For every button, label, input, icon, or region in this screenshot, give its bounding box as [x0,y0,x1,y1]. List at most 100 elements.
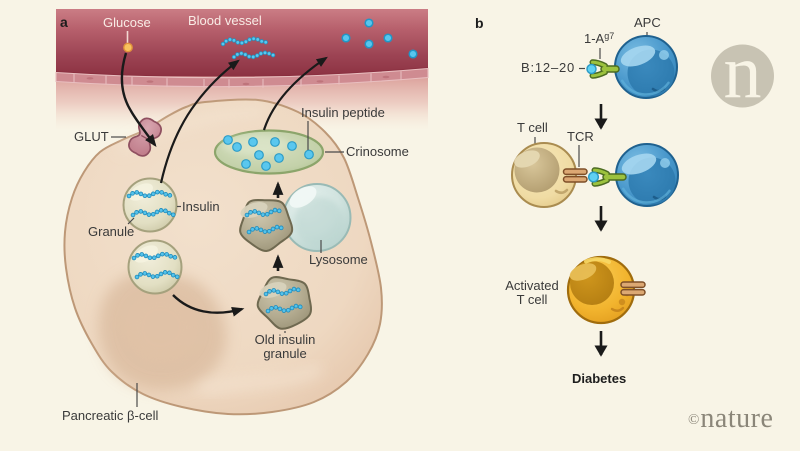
vessel-wall-nuclei-ellipse-1 [146,80,154,83]
peptide-dot-2 [587,171,600,183]
mhc-receptor-1-path-3 [591,60,607,78]
panel-a-label: a [60,14,68,30]
panel-b-label: b [475,15,484,31]
apc-cell-1 [614,35,678,99]
apc-cell-2-circle-3 [660,158,670,168]
crinosome-label: Crinosome [346,144,409,159]
cell-light-streak [198,363,323,395]
insulin-label: Insulin [182,199,220,214]
granule-label: Granule [88,224,135,239]
crinosome-peptide-dots-circle-9 [223,135,233,145]
mhc-receptor-1 [586,59,620,79]
insulin-peptide-label: Insulin peptide [301,105,385,120]
mhc-receptor-2-path-3 [593,168,609,186]
free-insulin-peptide-dots-circle-4 [408,49,418,59]
old-insulin-line1: Old insulin [254,332,316,347]
insulin-granule-1 [122,177,179,233]
insulin-granule-2-path-5 [135,270,182,279]
free-insulin-peptide-dots-circle-0 [364,18,374,28]
peptide-label: B:12–20 [521,60,576,75]
insulin-granule-2 [127,239,183,295]
activated-t-cell [566,255,636,325]
glucose-label: Glucose [103,15,151,30]
t-cell-path-3 [554,188,569,195]
old-granule-mid-path-3 [245,208,283,217]
glut-label: GLUT [74,129,109,144]
pathway-arrows [120,52,328,317]
crinosome-peptide-dots-circle-7 [274,153,284,163]
apc-cell-1-circle-3 [659,50,669,60]
vessel-wall-nuclei-ellipse-0 [86,77,94,80]
nature-logo-circle-0 [711,44,774,108]
glucose-molecule [123,31,133,53]
lysosome-shape-ellipse-2 [289,186,317,208]
lysosome-label: Lysosome [309,252,368,267]
vessel-wall-nuclei-ellipse-3 [316,80,324,83]
crinosome-peptide-dots-circle-2 [254,150,264,160]
vessel-wall-nuclei-ellipse-2 [242,82,250,86]
tcr-on-activated [620,281,646,296]
old-insulin-granule-path-3 [264,287,302,296]
cell-inner-shadow-core [128,294,196,362]
vessel-wall-cell-borders [73,71,402,89]
tcr-molecule-rect-1 [562,175,588,183]
insulin-granule-1-path-3 [127,190,175,198]
apc-cell-2-rimlight [621,187,671,204]
t-cell [511,142,577,208]
crinosome-peptide-dots-circle-6 [261,161,271,171]
insulin-peptide-chains-path-1 [221,37,270,46]
activated-line1: Activated [505,278,559,293]
lysosome-shape-circle-1 [294,197,344,247]
insulin-peptide-chains-path-3 [232,51,279,59]
granule-connector [127,217,135,225]
old-insulin-granule-path-5 [266,304,304,313]
old-granule-mid-path-5 [247,225,285,234]
tcr-molecule [562,168,588,183]
tcr-on-activated-rect-0 [620,281,646,289]
old-insulin-granule [256,276,312,330]
free-insulin-peptide-dots-circle-1 [341,33,351,43]
old-granule-mid [239,198,294,252]
tcr-on-activated-rect-1 [620,288,646,296]
crinosome-peptide-dots-circle-5 [241,159,251,169]
apc-label: APC [634,15,661,30]
copyright-symbol: © [688,412,701,428]
diabetes-label: Diabetes [572,371,627,386]
nature-logo-letter: n [724,30,762,114]
apc-cell-1-ellipse-2 [620,45,656,67]
apc-cell-2-ellipse-2 [621,153,657,175]
vessel-wall-nuclei [86,75,390,86]
nature-wordmark: ©nature [688,403,773,435]
crinosome-peptide-dots [223,135,314,171]
t-cell-label: T cell [517,120,548,135]
apc-cell-1-rimlight [620,79,670,96]
activated-t-cell-path-6 [610,306,625,312]
mhc-label: 1-Ag7 [584,31,615,46]
crinosome-peptide-dots-circle-1 [248,137,258,147]
crinosome-peptide-dots-circle-8 [304,149,314,160]
vessel-wall-nuclei-ellipse-4 [382,75,390,79]
crinosome-peptide-dots-circle-4 [287,141,297,151]
free-insulin-peptide-dots-circle-2 [364,39,374,49]
apc-cell-2 [615,143,679,207]
pancreatic-beta-cell-shape [63,98,383,416]
nature-logo: n [711,30,774,114]
mhc-label-sup: g7 [604,31,615,41]
mhc-label-base: 1-A [584,31,605,46]
label-connectors [111,121,344,407]
tcr-label: TCR [567,129,594,144]
insulin-granule-1-path-5 [131,208,178,217]
crinosome-peptide-dots-circle-3 [270,137,280,147]
activated-t-cell-circle-4 [618,298,626,306]
peptide-dot-1 [586,63,597,75]
blood-vessel-label: Blood vessel [188,13,262,28]
crinosome-peptide-dots-circle-0 [232,142,242,152]
t-cell-ellipse-2 [514,150,540,168]
activated-line2: T cell [516,291,548,307]
free-insulin-peptide-dots [341,18,418,59]
arrow-granule-to-old [172,294,245,317]
